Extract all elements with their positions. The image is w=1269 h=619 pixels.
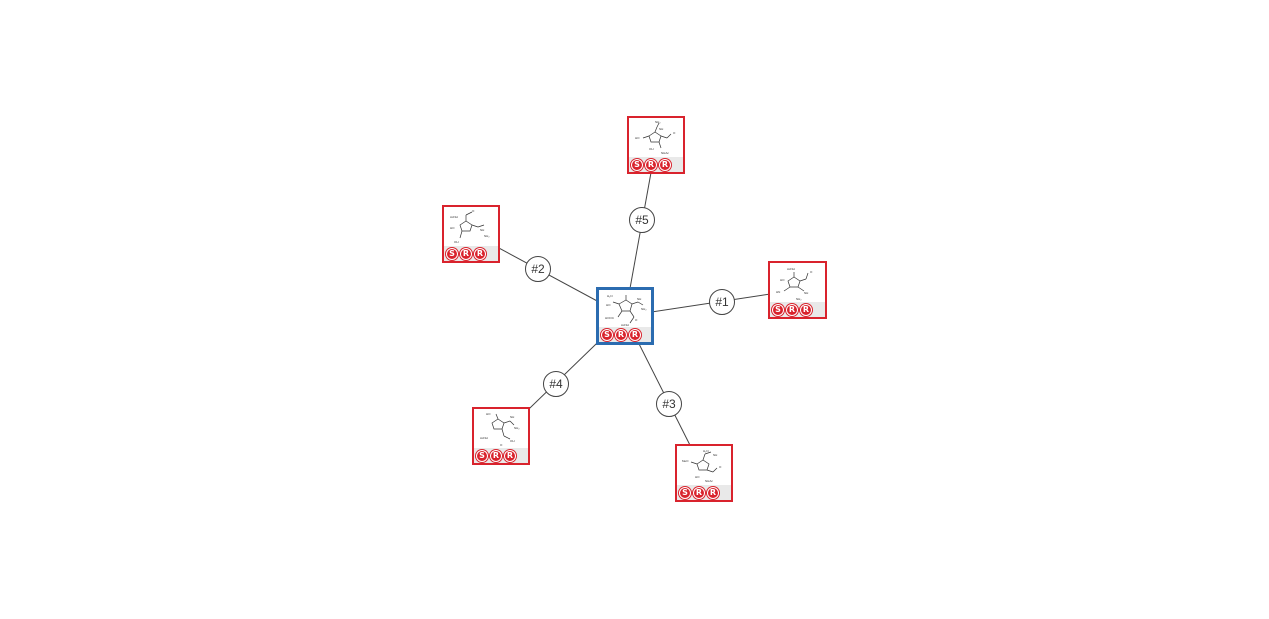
atom-label: NH [480,228,484,232]
atom-label: AcNH [621,323,629,327]
stereo-badge-icon: S [476,449,488,462]
stereo-badges: S R R [677,485,731,500]
atom-label: AcNH [450,215,458,219]
atom-label: OH [649,147,654,151]
stereo-badge-icon: R [629,328,641,341]
stereo-badge-icon: S [631,158,643,171]
atom-label: AcNH [787,267,795,271]
atom-label: NH [659,127,663,131]
compound-node-2[interactable]: AcNH HO O NH NH₂ OH S R R [442,205,500,263]
compound-node-1[interactable]: AcNH HO O NH NH₂ HN S R R [768,261,827,319]
atom-label: HO [606,303,611,307]
molecule-structure-icon: H₂N NH MeO HO NHAc O [682,449,722,483]
stereo-badge-icon: S [679,486,691,499]
edge-label-4[interactable]: #4 [543,371,569,397]
atom-label: NHAc [705,479,713,483]
molecule-structure-icon: AcNH HO O NH NH₂ OH [450,209,490,244]
stereo-badge-icon: S [772,303,784,316]
stereo-badge-icon: R [490,449,502,462]
stereo-badge-icon: R [615,328,627,341]
atom-label: HO [780,278,785,282]
atom-label: O [719,465,722,469]
atom-label: NH [510,415,514,419]
molecule-structure-icon: H₂N HO NH NH₂ HOOC AcNH O [605,294,647,327]
atom-label: OH [454,240,459,244]
stereo-badge-icon: R [800,303,812,316]
molecule-structure-icon: AcNH HO O NH NH₂ HN [776,267,813,301]
atom-label: NHAc [661,151,669,155]
atom-label: OH [510,439,515,443]
stereo-badge-icon: R [504,449,516,462]
stereo-badge-icon: R [460,247,472,260]
stereo-badge-icon: R [693,486,705,499]
stereo-badge-icon: R [659,158,671,171]
molecule-structure-icon: NH₂ NH HO OH NHAc O [635,120,676,155]
atom-label: HO [486,412,491,416]
stereo-badge-icon: R [645,158,657,171]
atom-label: NH₂ [655,120,661,124]
atom-label: H₂N [703,449,709,453]
center-compound-node[interactable]: H₂N HO NH NH₂ HOOC AcNH O S R R [596,287,654,345]
atom-label: NH₂ [484,234,490,238]
atom-label: H₂N [607,294,613,298]
compound-node-3[interactable]: H₂N NH MeO HO NHAc O S R R [675,444,733,502]
atom-label: AcNH [480,436,488,440]
atom-label: NH₂ [514,426,520,430]
molecule-structure-icon: HO NH NH₂ AcNH OH O [480,412,520,447]
stereo-badge-icon: S [446,247,458,260]
stereo-badge-icon: R [707,486,719,499]
edge-label-3[interactable]: #3 [656,391,682,417]
edge-label-2[interactable]: #2 [525,256,551,282]
atom-label: HO [635,136,640,140]
atom-label: NH₂ [641,307,647,311]
stereo-badges: S R R [444,246,498,261]
atom-label: HOOC [605,316,615,320]
stereo-badge-icon: S [601,328,613,341]
edge-label-1[interactable]: #1 [709,289,735,315]
stereo-badges: S R R [599,327,651,342]
atom-label: O [635,318,638,322]
atom-label: MeO [682,459,689,463]
atom-label: HO [695,475,700,479]
compound-node-5[interactable]: NH₂ NH HO OH NHAc O S R R [627,116,685,174]
atom-label: O [500,443,503,447]
atom-label: NH [637,297,641,301]
stereo-badge-icon: R [474,247,486,260]
atom-label: O [810,270,813,274]
compound-node-4[interactable]: HO NH NH₂ AcNH OH O S R R [472,407,530,465]
atom-label: HN [776,290,780,294]
atom-label: O [472,209,475,213]
stereo-badges: S R R [770,302,825,317]
stereo-badge-icon: R [786,303,798,316]
atom-label: NH [804,291,808,295]
atom-label: NH₂ [796,297,802,301]
stereo-badges: S R R [474,448,528,463]
edge-label-5[interactable]: #5 [629,207,655,233]
atom-label: O [673,131,676,135]
atom-label: NH [713,453,717,457]
atom-label: HO [450,226,455,230]
stereo-badges: S R R [629,157,683,172]
